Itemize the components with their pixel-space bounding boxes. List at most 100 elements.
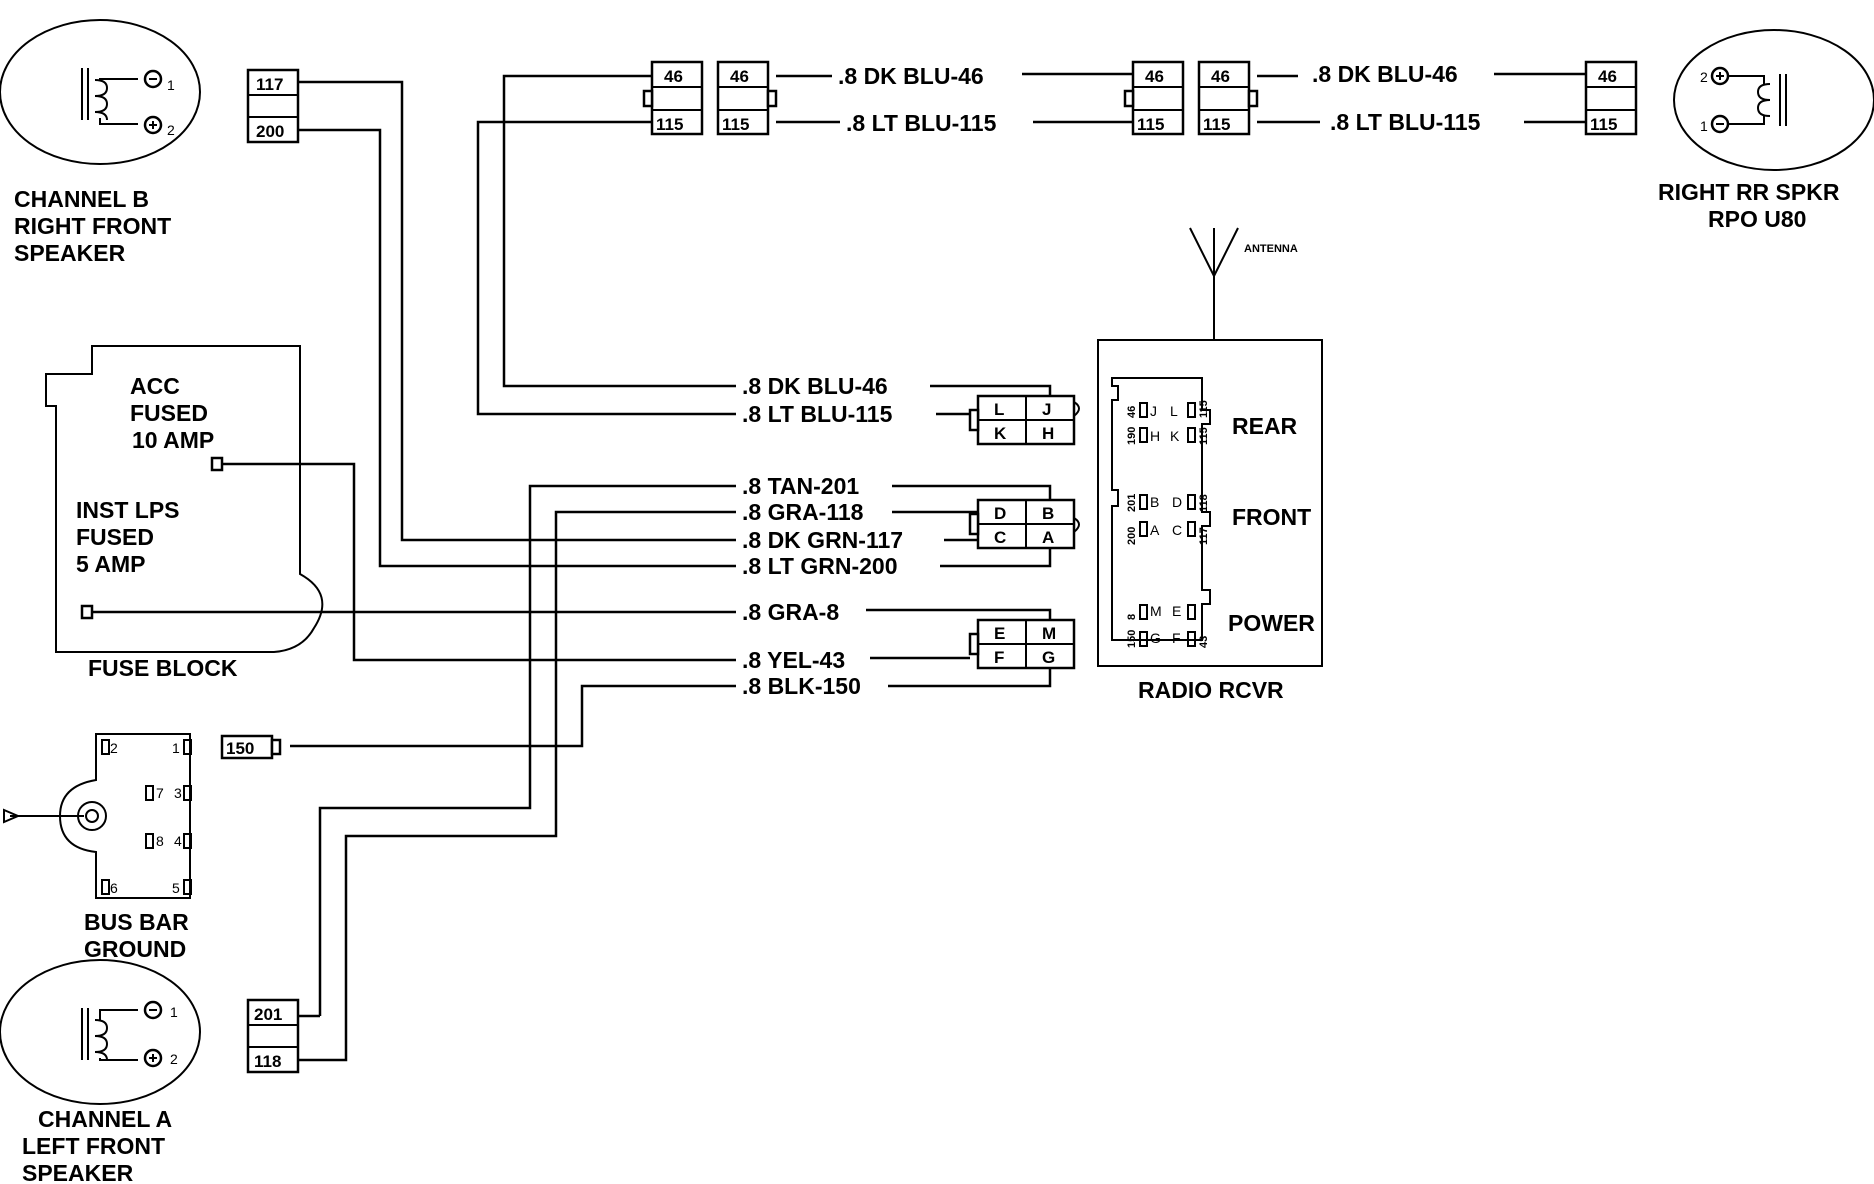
plug-pin-label: J	[1042, 400, 1051, 419]
radio-pin-label: M	[1150, 603, 1162, 619]
antenna-icon	[1189, 227, 1239, 340]
channel-b-label-3: SPEAKER	[14, 240, 126, 266]
wire-label: .8 LT BLU-115	[742, 401, 893, 427]
plug-pin-label: K	[994, 424, 1007, 443]
plug-pin-label: F	[994, 648, 1004, 667]
bus-bar-pin: 4	[174, 833, 182, 849]
connector-label-46: 46	[730, 67, 749, 86]
speaker-coil-icon	[81, 68, 138, 125]
radio-circuit-number: 200	[1126, 527, 1138, 545]
wire-label: .8 YEL-43	[742, 647, 845, 673]
connector-label-46: 46	[1211, 67, 1230, 86]
radio-circuit-number: 117	[1198, 527, 1210, 545]
radio-pin-label: F	[1172, 630, 1181, 646]
radio-circuit-number: 201	[1126, 494, 1138, 512]
channel-b-speaker: 1 2	[0, 19, 201, 165]
fuse-inst-label: INST LPS	[76, 497, 180, 523]
fuse-acc-label-3: 10 AMP	[132, 427, 214, 453]
radio-circuit-number: 115	[1198, 427, 1210, 445]
plug-pin-label: D	[994, 504, 1006, 523]
channel-a-label-2: LEFT FRONT	[22, 1133, 165, 1159]
radio-pin-label: J	[1150, 403, 1157, 419]
connector-201-118: 201 118	[246, 998, 300, 1074]
bus-bar-ground: 2 1 7 3 8 4 6 5	[3, 733, 192, 899]
plug-pin-label: B	[1042, 504, 1054, 523]
speaker-pin-1: 1	[170, 1004, 178, 1020]
wire-label: .8 LT GRN-200	[742, 553, 898, 579]
plug-pin-label: C	[994, 528, 1006, 547]
right-rear-speaker: 2 1	[1673, 29, 1874, 171]
fuse-acc-label: ACC	[130, 373, 180, 399]
bus-bar-pin: 8	[156, 833, 164, 849]
connector-label-115: 115	[1590, 115, 1617, 134]
right-rear-speaker-label-2: RPO U80	[1708, 206, 1806, 232]
antenna-label: ANTENNA	[1244, 243, 1298, 255]
speaker-pin-2: 2	[167, 122, 175, 138]
wire-label: .8 TAN-201	[742, 473, 859, 499]
radio-pin-label: G	[1150, 630, 1161, 646]
bus-bar-label-2: GROUND	[84, 936, 186, 962]
radio-pin-label: D	[1172, 494, 1182, 510]
speaker-pin-2: 2	[1700, 69, 1708, 85]
bus-bar-pin: 2	[110, 740, 118, 756]
connector-label-201: 201	[254, 1005, 282, 1024]
fuse-inst-label-2: FUSED	[76, 524, 154, 550]
speaker-pin-1: 1	[1700, 118, 1708, 134]
plug-pin-label: L	[994, 400, 1004, 419]
speaker-pin-2: 2	[170, 1051, 178, 1067]
plug-pin-label: E	[994, 624, 1005, 643]
radio-section-power: POWER	[1228, 610, 1315, 636]
inline-connector-b-left: 46 115	[1123, 60, 1185, 136]
harness-plug-rear: L J K H	[968, 394, 1080, 446]
radio-receiver: J L H K 46 190 115 115 B D A C 201 200 1…	[1097, 339, 1323, 667]
radio-circuit-number: 150	[1126, 630, 1138, 648]
wire-label: .8 GRA-8	[742, 599, 839, 625]
speaker-coil-icon	[1728, 74, 1787, 126]
radio-pin-label: B	[1150, 494, 1159, 510]
connector-label-46: 46	[1145, 67, 1164, 86]
radio-circuit-number: 118	[1198, 494, 1210, 512]
connector-label-150: 150	[226, 739, 254, 758]
connector-label-200: 200	[256, 122, 284, 141]
connector-label-115: 115	[722, 115, 749, 134]
channel-a-label: CHANNEL A	[38, 1106, 172, 1132]
right-rear-speaker-label: RIGHT RR SPKR	[1658, 179, 1840, 205]
plug-pin-label: A	[1042, 528, 1054, 547]
wire-label: .8 DK GRN-117	[742, 527, 903, 553]
channel-a-label-3: SPEAKER	[22, 1160, 134, 1184]
harness-plug-power: E M F G	[968, 618, 1076, 670]
connector-label-118: 118	[254, 1052, 281, 1071]
radio-circuit-number: 190	[1126, 427, 1138, 445]
wire-label: .8 DK BLU-46	[1312, 61, 1458, 87]
fuse-acc-label-2: FUSED	[130, 400, 208, 426]
fuse-inst-label-3: 5 AMP	[76, 551, 145, 577]
bus-bar-pin: 3	[174, 785, 182, 801]
wire-label: .8 DK BLU-46	[838, 63, 984, 89]
wire-label: .8 BLK-150	[742, 673, 861, 699]
radio-circuit-number: 115	[1198, 400, 1210, 418]
connector-label-117: 117	[256, 75, 283, 94]
channel-b-label: CHANNEL B	[14, 186, 149, 212]
speaker-coil-icon	[81, 1008, 138, 1061]
bus-bar-label: BUS BAR	[84, 909, 189, 935]
fuse-block-title: FUSE BLOCK	[88, 655, 238, 681]
bus-bar-pin: 1	[172, 740, 180, 756]
plug-pin-label: M	[1042, 624, 1056, 643]
radio-pin-label: E	[1172, 603, 1181, 619]
radio-pin-label: C	[1172, 522, 1182, 538]
radio-circuit-number: 46	[1126, 406, 1138, 418]
fuse-block	[45, 345, 324, 653]
wire-label: .8 DK BLU-46	[742, 373, 888, 399]
radio-title: RADIO RCVR	[1138, 677, 1284, 703]
radio-section-front: FRONT	[1232, 504, 1311, 530]
inline-connector-a-left: 46 115	[642, 60, 704, 136]
plug-pin-label: G	[1042, 648, 1055, 667]
radio-pin-label: K	[1170, 428, 1180, 444]
inline-connector-a-right: 46 115	[716, 60, 778, 136]
plug-pin-label: H	[1042, 424, 1054, 443]
harness-plug-front: D B C A	[968, 498, 1080, 550]
bus-bar-pin: 5	[172, 880, 180, 896]
connector-150: 150	[220, 734, 282, 760]
bus-bar-pin: 6	[110, 880, 118, 896]
